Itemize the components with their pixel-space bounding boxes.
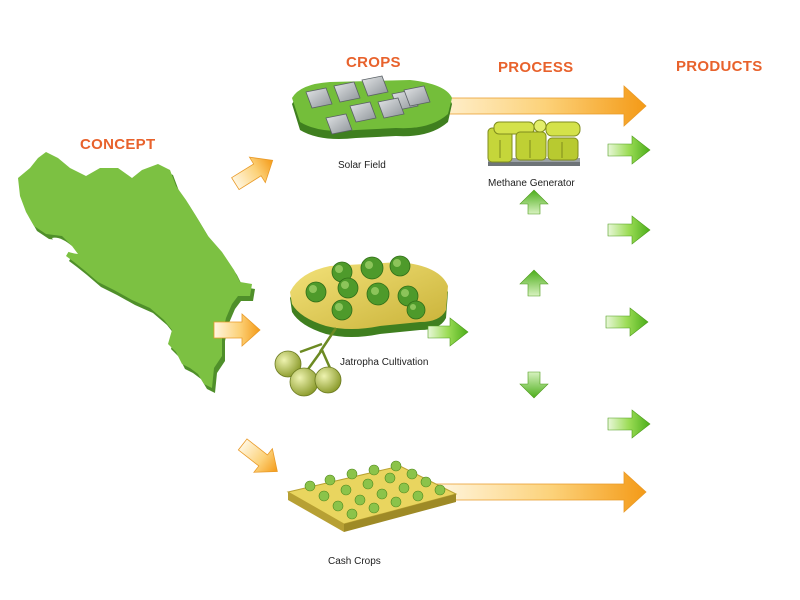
product-arrow-3 — [605, 307, 649, 337]
process-down-arrow — [519, 371, 549, 399]
heading-concept: CONCEPT — [80, 136, 156, 153]
heading-products: PRODUCTS — [676, 58, 763, 75]
solar-field-icon — [292, 75, 452, 139]
label-methane-generator: Methane Generator — [488, 178, 575, 189]
methane-generator-icon — [487, 119, 581, 166]
label-cash-crops: Cash Crops — [328, 556, 381, 567]
jatropha-fruit-icon — [274, 327, 342, 397]
product-arrow-2 — [607, 215, 651, 245]
concept-to-solar-arrow — [231, 156, 274, 191]
heading-crops: CROPS — [346, 54, 401, 71]
heading-process: PROCESS — [498, 59, 574, 76]
cash-to-products-arrow — [435, 471, 647, 513]
process-up-arrow-top — [519, 189, 549, 215]
label-jatropha-cultivation: Jatropha Cultivation — [340, 357, 429, 368]
country-map-icon — [18, 152, 255, 393]
concept-to-jatropha-arrow — [213, 313, 261, 347]
concept-to-cash-arrow — [237, 438, 278, 473]
jatropha-field-icon — [290, 255, 448, 337]
product-arrow-4 — [607, 409, 651, 439]
label-solar-field: Solar Field — [338, 160, 386, 171]
cash-crops-field-icon — [286, 460, 458, 532]
product-arrow-1 — [607, 135, 651, 165]
solar-to-products-arrow — [419, 85, 647, 127]
process-up-arrow-mid — [519, 269, 549, 297]
jatropha-to-process-arrow — [427, 317, 469, 347]
